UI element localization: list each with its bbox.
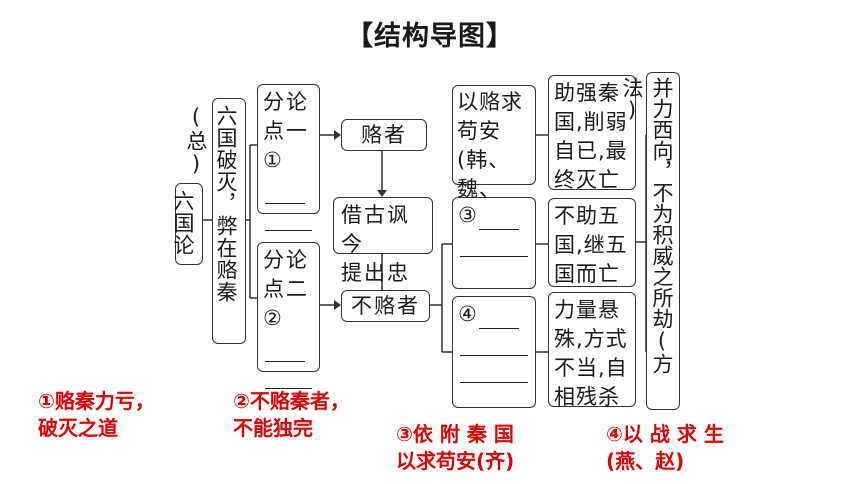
bribers-node: 赂者 xyxy=(341,119,427,151)
answer-2: ②不赂秦者， 不能独完 xyxy=(233,389,350,440)
root-node: 六国论 xyxy=(171,183,203,265)
group2-number: ③ xyxy=(458,203,477,227)
answer-3: ③依 附 秦 国 以求苟安(齐) xyxy=(396,422,515,473)
point2-blank xyxy=(265,341,305,362)
nonbribers-node: 不赂者 xyxy=(341,290,430,322)
group2-blank xyxy=(478,209,519,230)
group2-node: ③ xyxy=(452,197,536,289)
answer-1: ①赂秦力亏， 破灭之道 xyxy=(38,389,155,440)
point1-blank xyxy=(265,183,305,204)
answer-4: ④以 战 求 生 (燕、赵) xyxy=(606,422,724,473)
page-title: 【结构导图】 xyxy=(346,21,514,52)
point1-blank-line xyxy=(265,204,312,231)
group2-blank-line xyxy=(460,230,528,257)
point2-blank-line xyxy=(265,362,312,389)
group3-node: ④ xyxy=(452,296,536,408)
point2-node: 分论点二 ② xyxy=(257,242,320,389)
thesis-node: 六国破灭，弊在赂秦(总) xyxy=(184,98,246,344)
point1-node: 分论点一 ① xyxy=(257,84,320,231)
group3-number: ④ xyxy=(458,302,477,326)
group1-result-node: 助强秦 国,削弱 自已,最 终灭亡 xyxy=(548,75,636,192)
group3-blank xyxy=(478,308,519,329)
group3-result-node: 力量悬 殊,方式 不当,自 相残杀 xyxy=(548,292,636,409)
group1-node: 以赂求 苟安(韩、 魏、楚) xyxy=(452,85,536,230)
group3-blank-line-2 xyxy=(460,356,528,383)
group3-blank-line xyxy=(460,329,528,356)
point2-number: ② xyxy=(263,306,282,330)
point1-label: 分论点一 xyxy=(263,90,309,143)
point2-label: 分论点二 xyxy=(263,248,309,301)
point1-number: ① xyxy=(263,148,282,172)
method-node: 并力西向，不为积威之所劫(方法) xyxy=(620,72,680,410)
center-node: 借古讽今 提出忠告 xyxy=(333,197,433,314)
group2-result-node: 不助五 国,继五 国而亡 xyxy=(548,198,636,287)
